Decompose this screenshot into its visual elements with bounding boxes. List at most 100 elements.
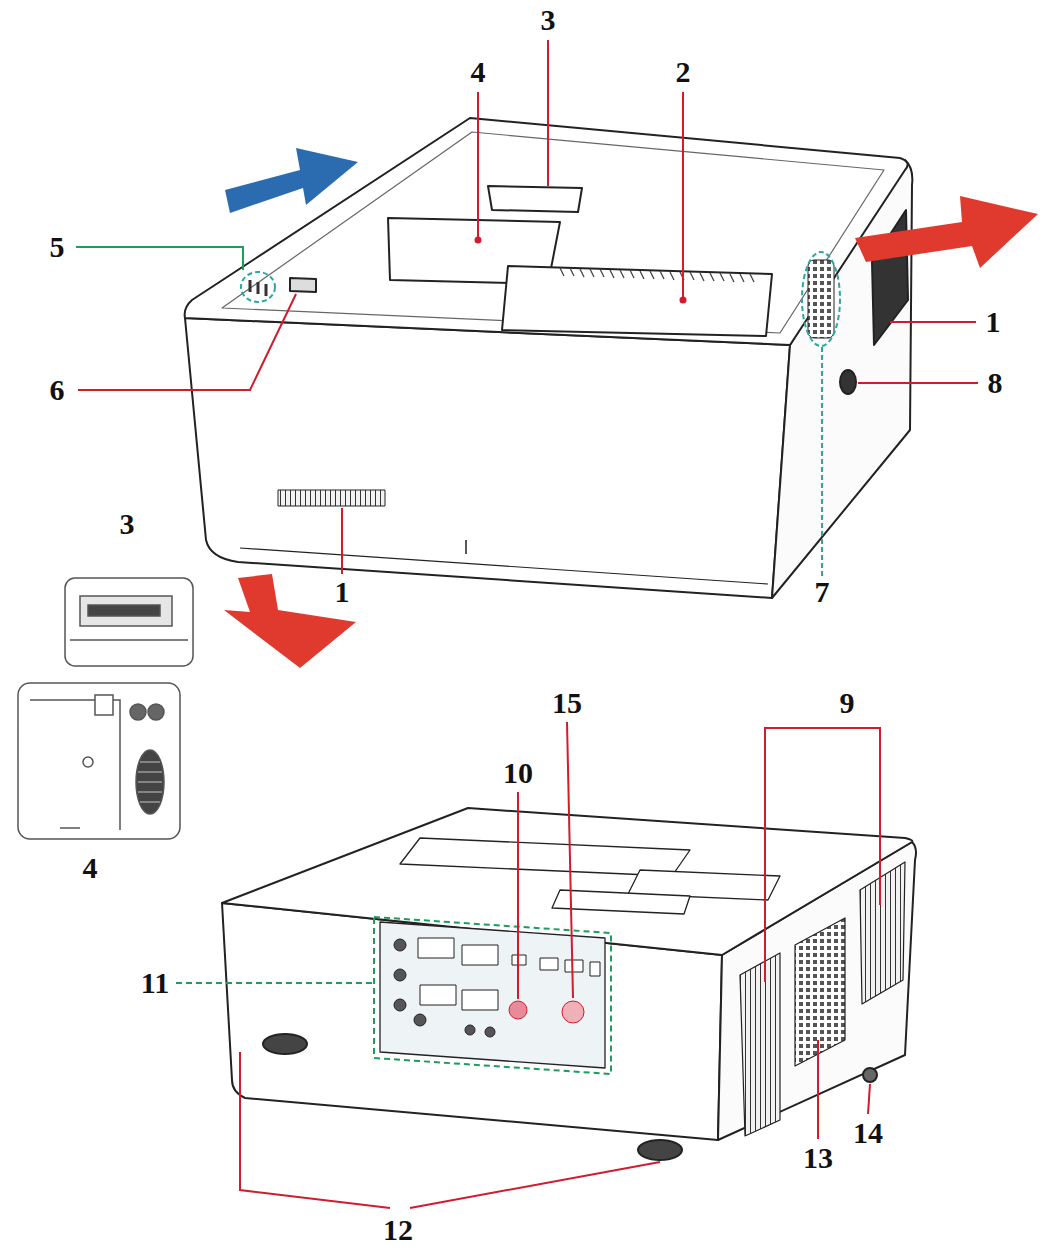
speaker [840, 370, 856, 394]
side-vent [740, 953, 780, 1136]
top-panel [552, 890, 690, 914]
leader-line [682, 92, 684, 300]
leader-line [547, 40, 549, 186]
leader-line [517, 792, 519, 999]
power-port [509, 1001, 527, 1019]
foot [638, 1140, 682, 1160]
callout-number: 3 [120, 509, 135, 539]
port [462, 990, 498, 1010]
exhaust-arrow [224, 574, 356, 668]
callout-number: 7 [815, 577, 830, 607]
inset-frame [65, 578, 193, 666]
leader-dot [475, 237, 482, 244]
leader-line [477, 92, 479, 240]
port [394, 939, 406, 951]
inset-cover [18, 683, 180, 839]
cover-edge [30, 700, 120, 830]
port [565, 960, 583, 972]
knob-grip [138, 762, 162, 802]
leader-bracket [765, 728, 880, 982]
inset-edge [70, 639, 188, 641]
part-window [488, 186, 582, 212]
port [485, 1027, 495, 1037]
cover-latch [60, 827, 80, 829]
highlight-ring [241, 272, 275, 302]
foot [263, 1034, 307, 1054]
front-face [185, 318, 790, 598]
leader-line [176, 982, 373, 984]
front-lip [240, 548, 768, 584]
side-vent [860, 862, 905, 1004]
leader-line [858, 382, 978, 384]
callout-number: 14 [853, 1118, 883, 1148]
port [418, 938, 454, 958]
socket-slot [88, 605, 160, 616]
port [540, 958, 558, 970]
side-exhaust [872, 210, 908, 345]
ir-receiver [290, 278, 316, 292]
callout-number: 3 [541, 5, 556, 35]
lock-slot [863, 1068, 877, 1082]
bottom-vent [278, 490, 385, 506]
green-leaders [76, 247, 373, 983]
leader-line [868, 1084, 870, 1114]
top-face [222, 808, 912, 955]
callout-number: 10 [503, 758, 533, 788]
leader-line [890, 321, 976, 323]
callout-number: 15 [552, 688, 582, 718]
side-vents [808, 260, 834, 338]
intake-arrow [225, 148, 358, 213]
leader-line [76, 247, 243, 270]
switch-port [562, 1001, 584, 1023]
callout-number: 8 [988, 368, 1003, 398]
callout-number: 11 [141, 968, 169, 998]
filter-cover [795, 918, 845, 1066]
port [590, 962, 600, 976]
callout-number: 4 [471, 57, 486, 87]
socket-body [80, 596, 172, 626]
port [414, 1014, 426, 1026]
callout-number: 5 [50, 232, 65, 262]
inset-frame [18, 683, 180, 839]
inset-window [65, 578, 193, 666]
highlight-box [374, 917, 611, 1074]
leader-line [78, 294, 296, 390]
port [394, 969, 406, 981]
leader-line [567, 722, 573, 998]
callout-number: 1 [335, 577, 350, 607]
screw [83, 757, 93, 767]
leader-line [817, 1040, 819, 1139]
callout-number: 12 [383, 1215, 413, 1245]
exhaust-arrow [855, 196, 1038, 268]
leader-lines [78, 40, 978, 1208]
zoom-ring [148, 704, 164, 720]
port [420, 985, 456, 1005]
callout-number: 2 [676, 57, 691, 87]
highlight-ring [802, 252, 840, 346]
callout-number: 9 [840, 688, 855, 718]
focus-ring [130, 704, 146, 720]
lens-slits [560, 268, 754, 282]
port [462, 945, 498, 965]
leader-bracket [240, 1052, 660, 1208]
callout-number: 1 [986, 307, 1001, 337]
ports [394, 938, 600, 1037]
adjust-knob [136, 750, 164, 814]
leader-line [821, 347, 823, 576]
port [465, 1025, 475, 1035]
port [394, 999, 406, 1011]
front-notch [465, 540, 467, 554]
callout-number: 13 [803, 1143, 833, 1173]
cover-tab [95, 695, 113, 715]
part-lens-window [502, 266, 772, 336]
sensor-vents [250, 280, 266, 296]
callout-number: 4 [83, 853, 98, 883]
leader-line [341, 508, 343, 574]
leader-dot [680, 297, 687, 304]
top-face [185, 118, 908, 345]
projector-front-view [185, 118, 913, 598]
callout-number: 6 [50, 375, 65, 405]
